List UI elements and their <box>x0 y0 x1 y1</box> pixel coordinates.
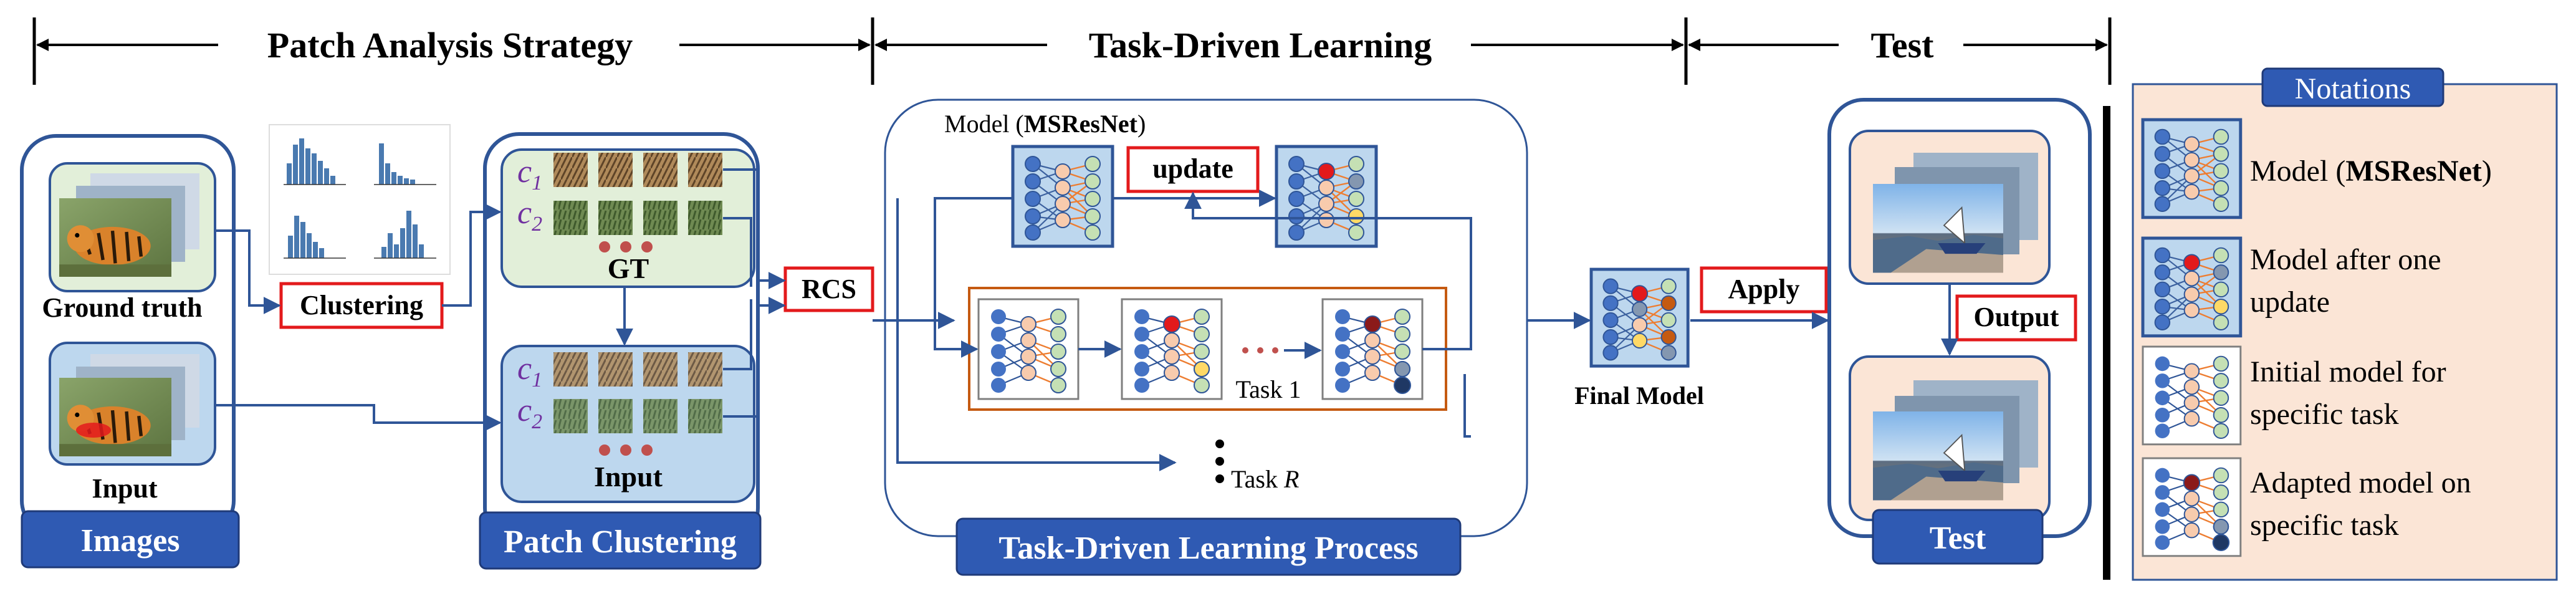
task1-label: Task 1 <box>1236 375 1301 403</box>
phase-label-test: Test <box>1871 25 1935 65</box>
adapted-model-network-icon <box>1323 299 1422 399</box>
model-caption: Model (MSResNet) <box>944 110 1146 138</box>
test-stage: Output Test <box>1827 98 2092 565</box>
ground-truth-label: Ground truth <box>42 292 202 323</box>
notation-updated-text-line2: update <box>2250 286 2330 319</box>
cluster-c2-label-gt: c2 <box>517 195 542 236</box>
notation-adapted-text-line2: specific task <box>2250 509 2399 542</box>
task-driven-stage: Model (MSResNet) update Task 1 Task R Ta… <box>884 98 1528 576</box>
base-model-network-icon <box>1013 147 1113 246</box>
test-output-photo-stack-icon <box>1872 380 2038 501</box>
input-patches-label: Input <box>594 461 663 492</box>
updated-model-network-icon <box>1276 147 1376 246</box>
gt-label: GT <box>608 252 649 284</box>
ground-truth-photo-stack-icon <box>59 173 199 277</box>
input-photo-stack-icon <box>59 354 199 456</box>
rcs-label: RCS <box>802 274 856 304</box>
phase-label-patch: Patch Analysis Strategy <box>267 25 633 65</box>
task-driven-footer: Task-Driven Learning Process <box>998 531 1418 566</box>
notation-initial-text-line1: Initial model for <box>2250 355 2446 388</box>
apply-label: Apply <box>1728 274 1800 304</box>
images-footer: Images <box>81 523 180 559</box>
step-model-network-icon <box>1122 299 1222 399</box>
initial-model-network-icon <box>977 298 1080 400</box>
phase-label-task: Task-Driven Learning <box>1089 25 1432 65</box>
notations-title: Notations <box>2295 72 2411 105</box>
notations-panel: Notations Model (MSResNet) Model after o… <box>2132 67 2558 581</box>
cluster-c1-label-input: c1 <box>517 351 542 392</box>
clustering-label: Clustering <box>300 290 423 320</box>
images-stage: Ground truth Input Images <box>20 134 240 569</box>
histogram-icons <box>269 124 451 275</box>
patch-clustering-footer: Patch Clustering <box>504 524 737 560</box>
final-model-network-icon <box>1591 269 1688 366</box>
patch-thumbnail-icon <box>553 153 722 235</box>
test-footer: Test <box>1930 521 1986 556</box>
flow-arrows <box>215 168 1958 471</box>
notation-updated-network-icon <box>2143 238 2241 336</box>
test-input-photo-stack-icon <box>1872 153 2038 274</box>
notation-model-network-icon <box>2143 120 2241 218</box>
histogram-icon <box>287 138 424 258</box>
notation-initial-network-icon <box>2142 345 2242 446</box>
phase-header: Patch Analysis Strategy Task-Driven Lear… <box>32 17 2112 85</box>
output-label: Output <box>1974 302 2059 332</box>
final-model-label: Final Model <box>1574 382 1704 410</box>
update-label: update <box>1152 153 1233 184</box>
notation-updated-text-line1: Model after one <box>2250 243 2441 276</box>
notation-model-text: Model (MSResNet) <box>2250 155 2492 188</box>
cluster-c2-label-input: c2 <box>517 393 542 433</box>
notation-adapted-text-line1: Adapted model on <box>2250 466 2471 499</box>
patch-thumbnail-icon <box>553 352 722 433</box>
notation-adapted-network-icon <box>2143 458 2241 556</box>
cluster-c1-label-gt: c1 <box>517 154 542 195</box>
taskR-label: Task R <box>1231 465 1299 493</box>
input-label: Input <box>92 473 158 504</box>
notation-initial-text-line2: specific task <box>2250 398 2399 431</box>
patch-clustering-stage: c1 c2 GT c1 c2 Input Patch Clustering <box>479 132 762 570</box>
